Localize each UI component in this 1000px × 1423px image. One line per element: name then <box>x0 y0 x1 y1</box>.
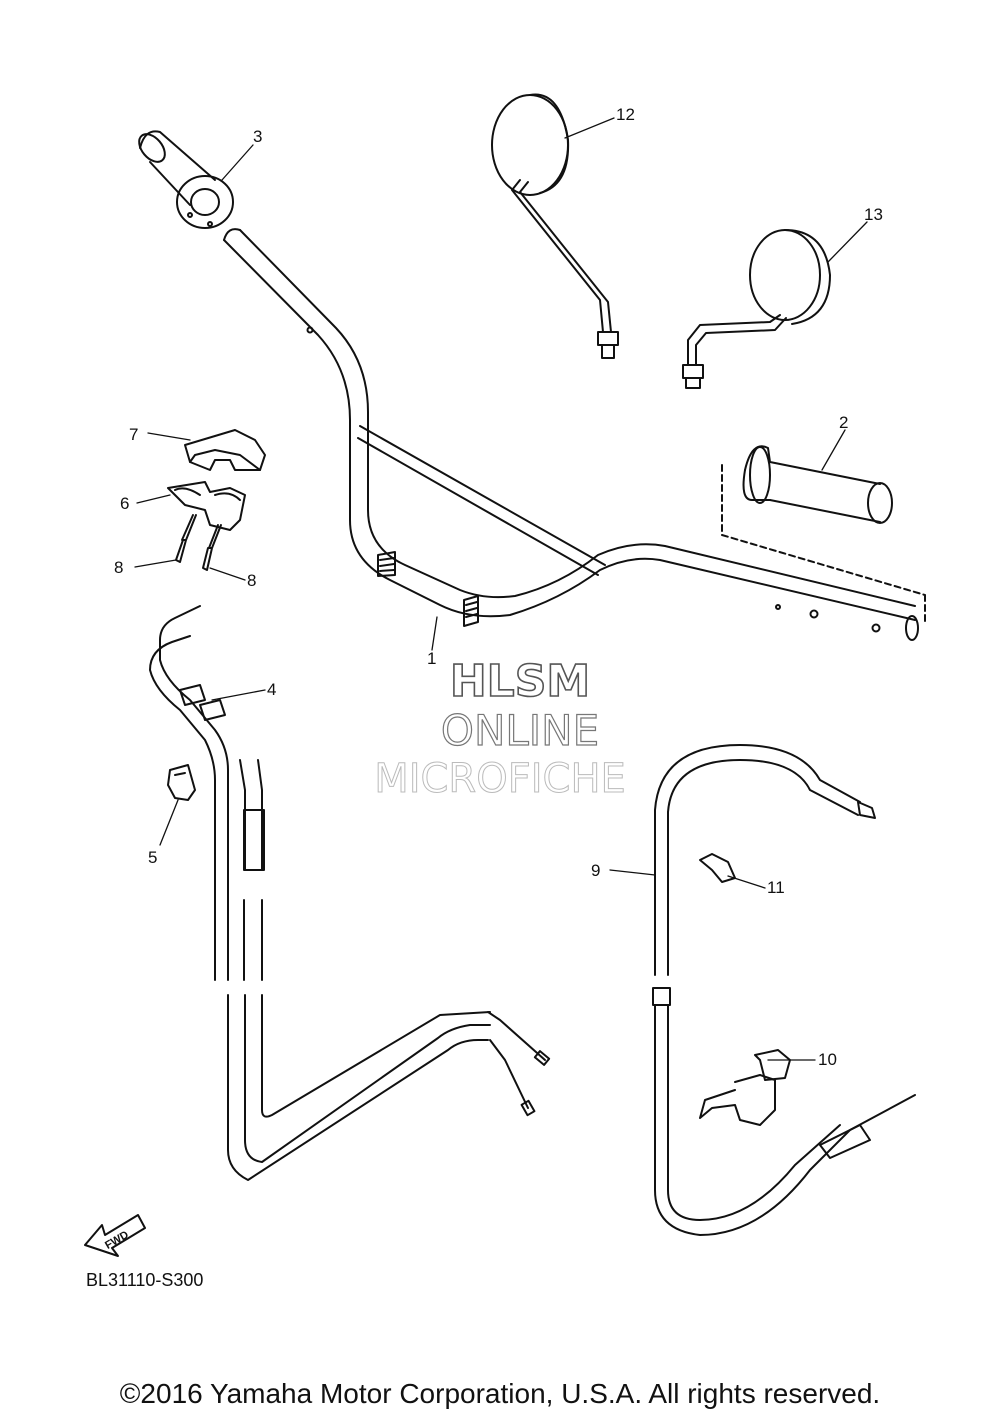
watermark-line-3: MICROFICHE <box>374 756 627 803</box>
bolt-part-8[interactable] <box>175 514 222 571</box>
holder-lower-part-6[interactable] <box>167 481 246 531</box>
holder-upper-part-7[interactable] <box>184 429 266 471</box>
callout-4: 4 <box>267 680 276 699</box>
callout-5: 5 <box>148 848 157 867</box>
mirror-part-13[interactable] <box>682 229 831 389</box>
watermark-line-1: HLSM <box>449 655 591 708</box>
copyright-notice: ©2016 Yamaha Motor Corporation, U.S.A. A… <box>119 1378 881 1409</box>
clutch-cable-part-9[interactable] <box>652 744 916 1236</box>
callout-8b: 8 <box>247 571 256 590</box>
grip-part-2[interactable] <box>742 445 893 524</box>
clamp-part-10[interactable] <box>699 1049 791 1126</box>
callout-2: 2 <box>839 413 848 432</box>
callout-3: 3 <box>253 127 262 146</box>
callout-leaders <box>134 117 868 1061</box>
throttle-cable-part-4[interactable] <box>149 605 551 1181</box>
callout-6: 6 <box>120 494 129 513</box>
clamp-part-11[interactable] <box>699 853 736 883</box>
callout-9: 9 <box>591 861 600 880</box>
watermark-line-2: ONLINE <box>440 705 600 755</box>
callout-8a: 8 <box>114 558 123 577</box>
clip-part-5[interactable] <box>167 764 196 801</box>
handlebar-part-1[interactable] <box>223 228 926 641</box>
callout-7: 7 <box>129 425 138 444</box>
fwd-arrow-icon <box>84 1214 146 1257</box>
fwd-label: FWD <box>103 1229 131 1252</box>
throttle-grip-part-3[interactable] <box>134 129 234 229</box>
callout-13: 13 <box>864 205 883 224</box>
callout-10: 10 <box>818 1050 837 1069</box>
mirror-part-12[interactable] <box>491 93 619 359</box>
callout-1: 1 <box>427 649 436 668</box>
callout-12: 12 <box>616 105 635 124</box>
diagram-code: BL31110-S300 <box>86 1270 204 1290</box>
callout-11: 11 <box>767 878 785 897</box>
